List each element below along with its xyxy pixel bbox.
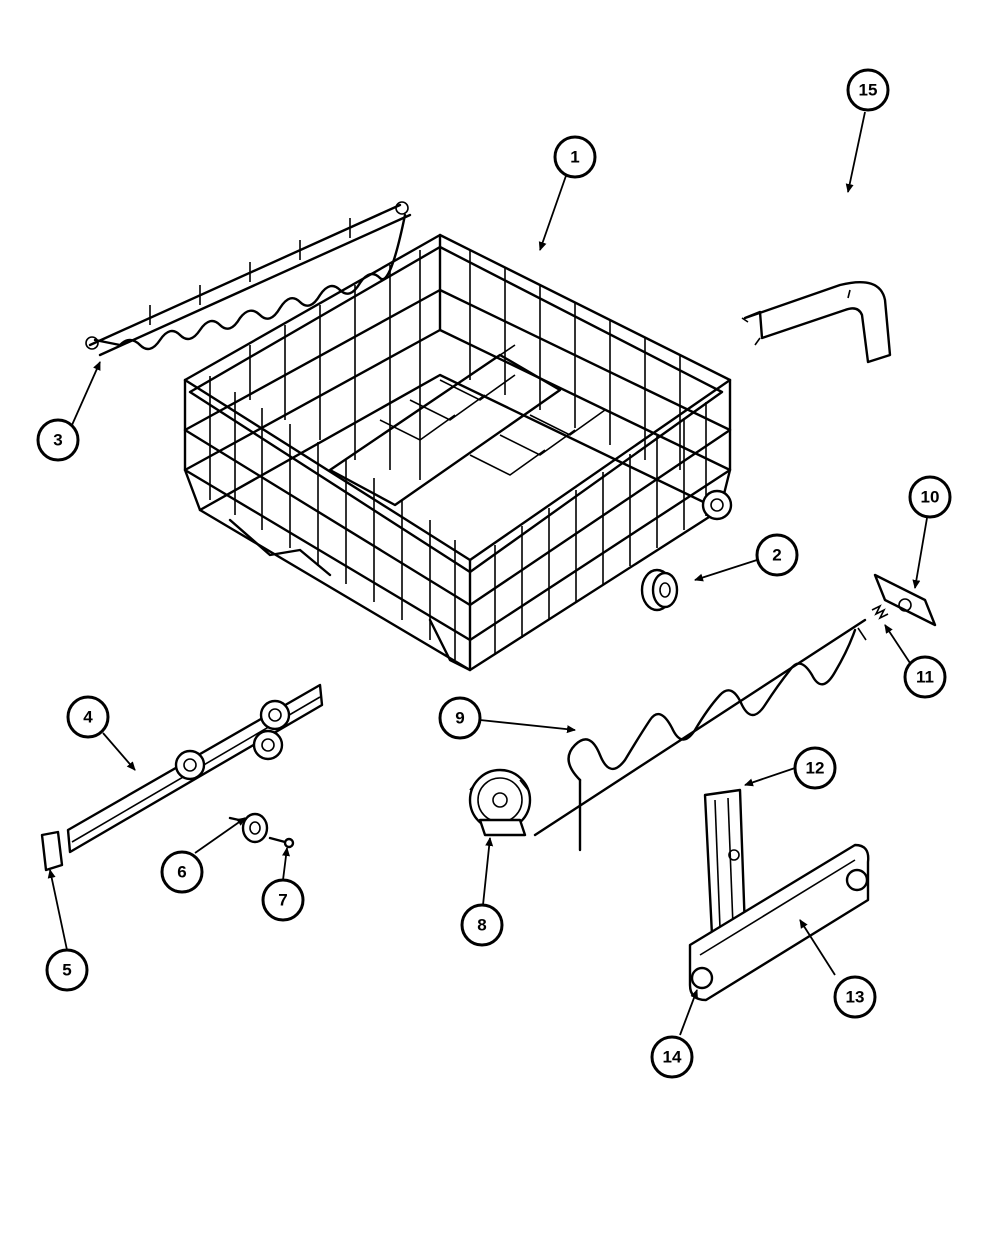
cup-shelf-wire [85,201,412,357]
track-rail [66,683,324,854]
rack-back-wires [249,250,681,480]
callout-3: 3 [36,418,80,462]
callout-11: 11 [903,655,947,699]
callout-2-label: 2 [772,546,781,565]
callout-8-label: 8 [477,916,486,935]
wheel-bushing [640,568,679,612]
callout-4: 4 [66,695,110,739]
rack-tines [379,374,606,476]
rail-roller [228,812,269,844]
callout-9: 9 [438,696,482,740]
callout-1-label: 1 [570,148,579,167]
callout-7: 7 [261,878,305,922]
callout-10: 10 [908,475,952,519]
callout-10-label: 10 [921,488,940,507]
rack-handle [741,280,892,364]
callout-12: 12 [793,746,837,790]
callout-8: 8 [460,903,504,947]
callout-12-label: 12 [806,759,825,778]
slide-roller [690,868,869,990]
callout-15: 15 [846,68,890,112]
spring [871,604,889,620]
callout-14: 14 [650,1035,694,1079]
callout-3-label: 3 [53,431,62,450]
callout-1: 1 [553,135,597,179]
callout-7-label: 7 [278,891,287,910]
end-cap [873,573,937,627]
callout-4-label: 4 [83,708,93,727]
callout-9-label: 9 [455,709,464,728]
screw [268,836,295,849]
leader-lines [47,111,928,1036]
dish-rack-basket [183,233,733,672]
callout-15-label: 15 [859,81,878,100]
callout-6: 6 [160,850,204,894]
rack-wheel [701,489,733,521]
rail-end-cap [40,830,64,872]
callout-13: 13 [833,975,877,1019]
callout-5: 5 [45,948,89,992]
callout-11-label: 11 [916,668,934,687]
gear-adjuster [468,768,532,837]
track-stop [703,788,747,937]
callout-5-label: 5 [62,961,71,980]
callout-14-label: 14 [663,1048,682,1067]
adjuster-wire [533,618,867,852]
callout-2: 2 [755,533,799,577]
callout-6-label: 6 [177,863,186,882]
rack-front-wires [209,376,707,660]
callout-13-label: 13 [846,988,865,1007]
